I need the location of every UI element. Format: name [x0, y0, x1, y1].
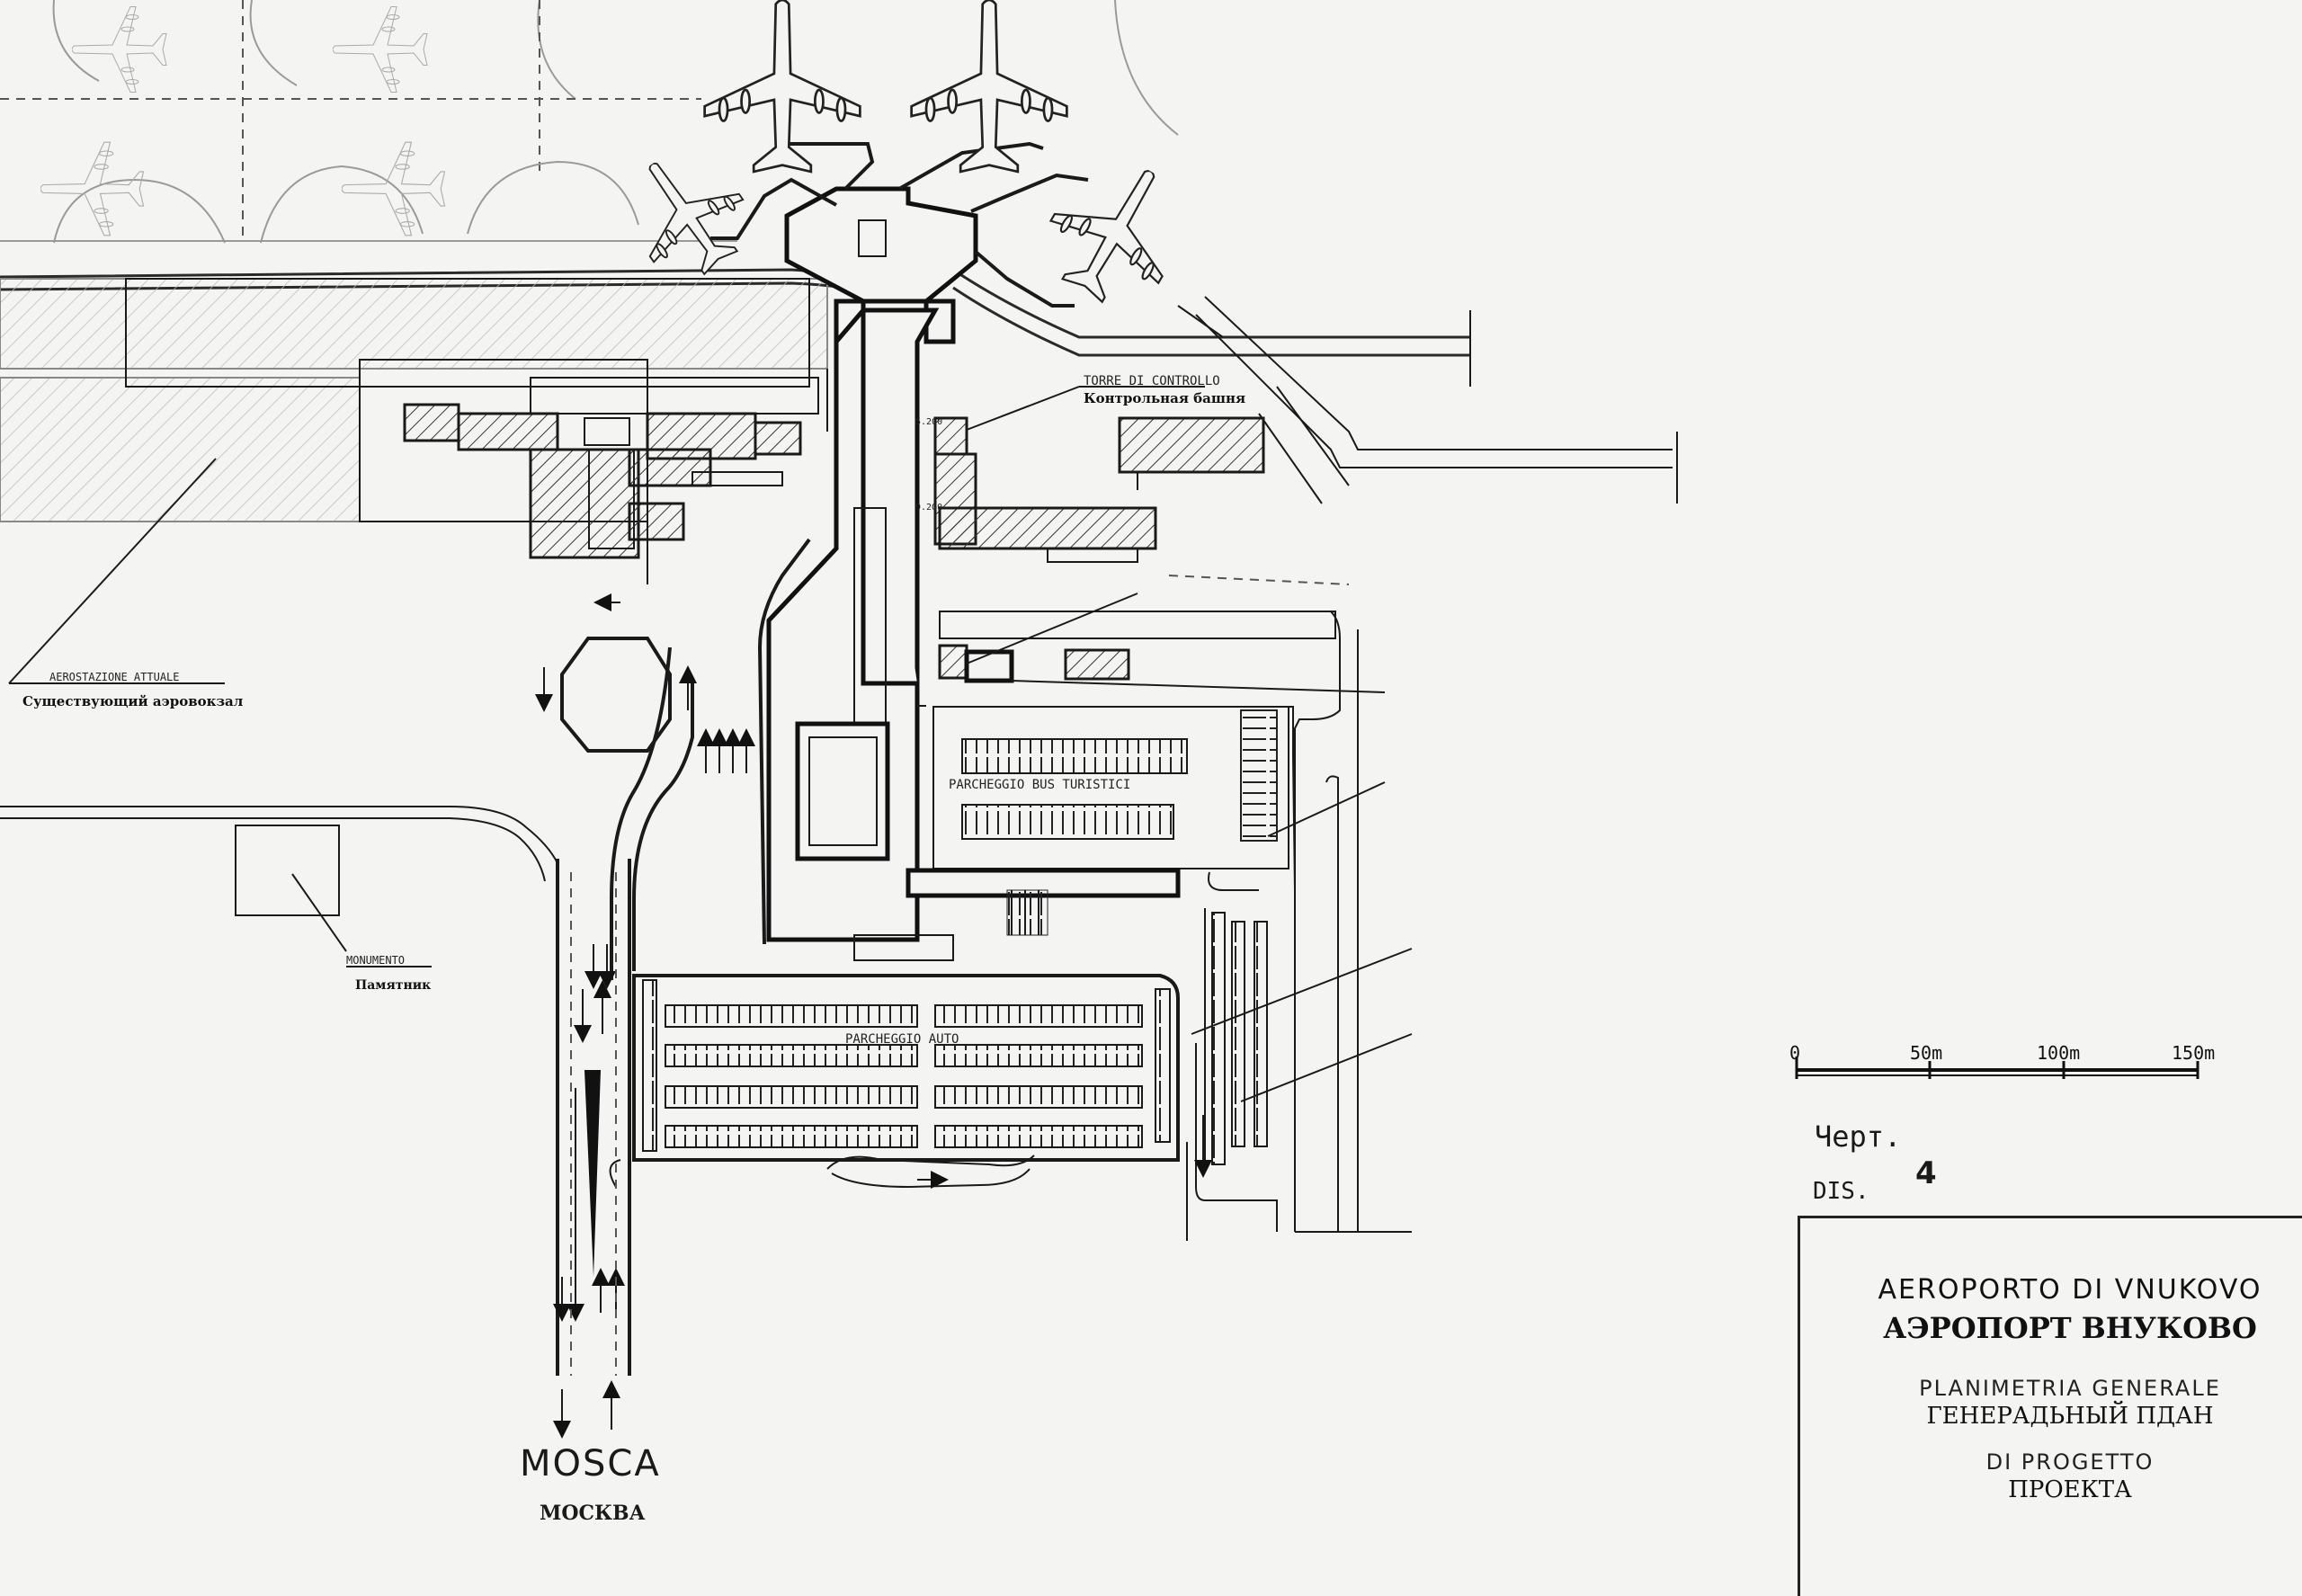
monument-label-it: MONUMENTO [346, 954, 405, 967]
scale-bar: 0 50m 100m 150m [1789, 1042, 2215, 1079]
level-marker-b: 9.200 [915, 503, 942, 513]
access-roads [0, 538, 1039, 1439]
car-parking [632, 908, 1413, 1241]
car-parking-label: PARCHEGGIO AUTO [845, 1032, 959, 1047]
scale-tick-50: 50m [1910, 1042, 1942, 1064]
leader-lines [8, 458, 432, 967]
destination-label-it: MOSCA [520, 1443, 661, 1485]
sheet-label-ru: Черт. [1815, 1119, 1902, 1154]
title-it: AEROPORTO DI VNUKOVO [1878, 1274, 2262, 1306]
bus-parking [906, 706, 1386, 936]
subtitle-it-2: DI PROGETTO [1985, 1449, 2155, 1475]
new-terminal [710, 120, 1089, 961]
existing-terminal-label-ru: Существующий аэровокзал [22, 693, 244, 709]
sheet-label-it: DIS. [1813, 1178, 1869, 1205]
scale-tick-150: 150m [2172, 1042, 2215, 1064]
apron-stands-existing [0, 0, 1179, 244]
subtitle-ru-1: ГЕНЕРАДЬНЫЙ ПДАН [1926, 1403, 2214, 1430]
bus-parking-label: PARCHEGGIO BUS TURISTICI [949, 778, 1130, 792]
title-ru: АЭРОПОРТ ВНУКОВО [1883, 1311, 2257, 1345]
scale-tick-0: 0 [1789, 1042, 1800, 1064]
existing-terminal [0, 278, 828, 584]
level-marker-a: 5.200 [915, 417, 942, 427]
service-roads [1194, 611, 1412, 1233]
subtitle-it-1: PLANIMETRIA GENERALE [1919, 1376, 2221, 1401]
control-tower-label-it: TORRE DI CONTROLLO [1084, 374, 1220, 388]
scale-tick-100: 100m [2037, 1042, 2080, 1064]
control-tower-label-ru: Контрольная башня [1084, 390, 1245, 406]
destination-label-ru: МОСКВА [540, 1502, 646, 1525]
title-block: AEROPORTO DI VNUKOVO АЭРОПОРТ ВНУКОВО PL… [1798, 1216, 2302, 1596]
existing-terminal-label-it: AEROSTAZIONE ATTUALE [49, 671, 180, 683]
lane-arrows [553, 728, 1039, 1322]
site-plan-drawing: TORRE DI CONTROLLO Контрольная башня AER… [0, 0, 2215, 1439]
subtitle-ru-2: ПРОЕКТА [2008, 1476, 2132, 1503]
sheet-number: 4 [1915, 1155, 1937, 1191]
control-tower-area [933, 386, 1386, 693]
monument-label-ru: Памятник [355, 978, 431, 993]
